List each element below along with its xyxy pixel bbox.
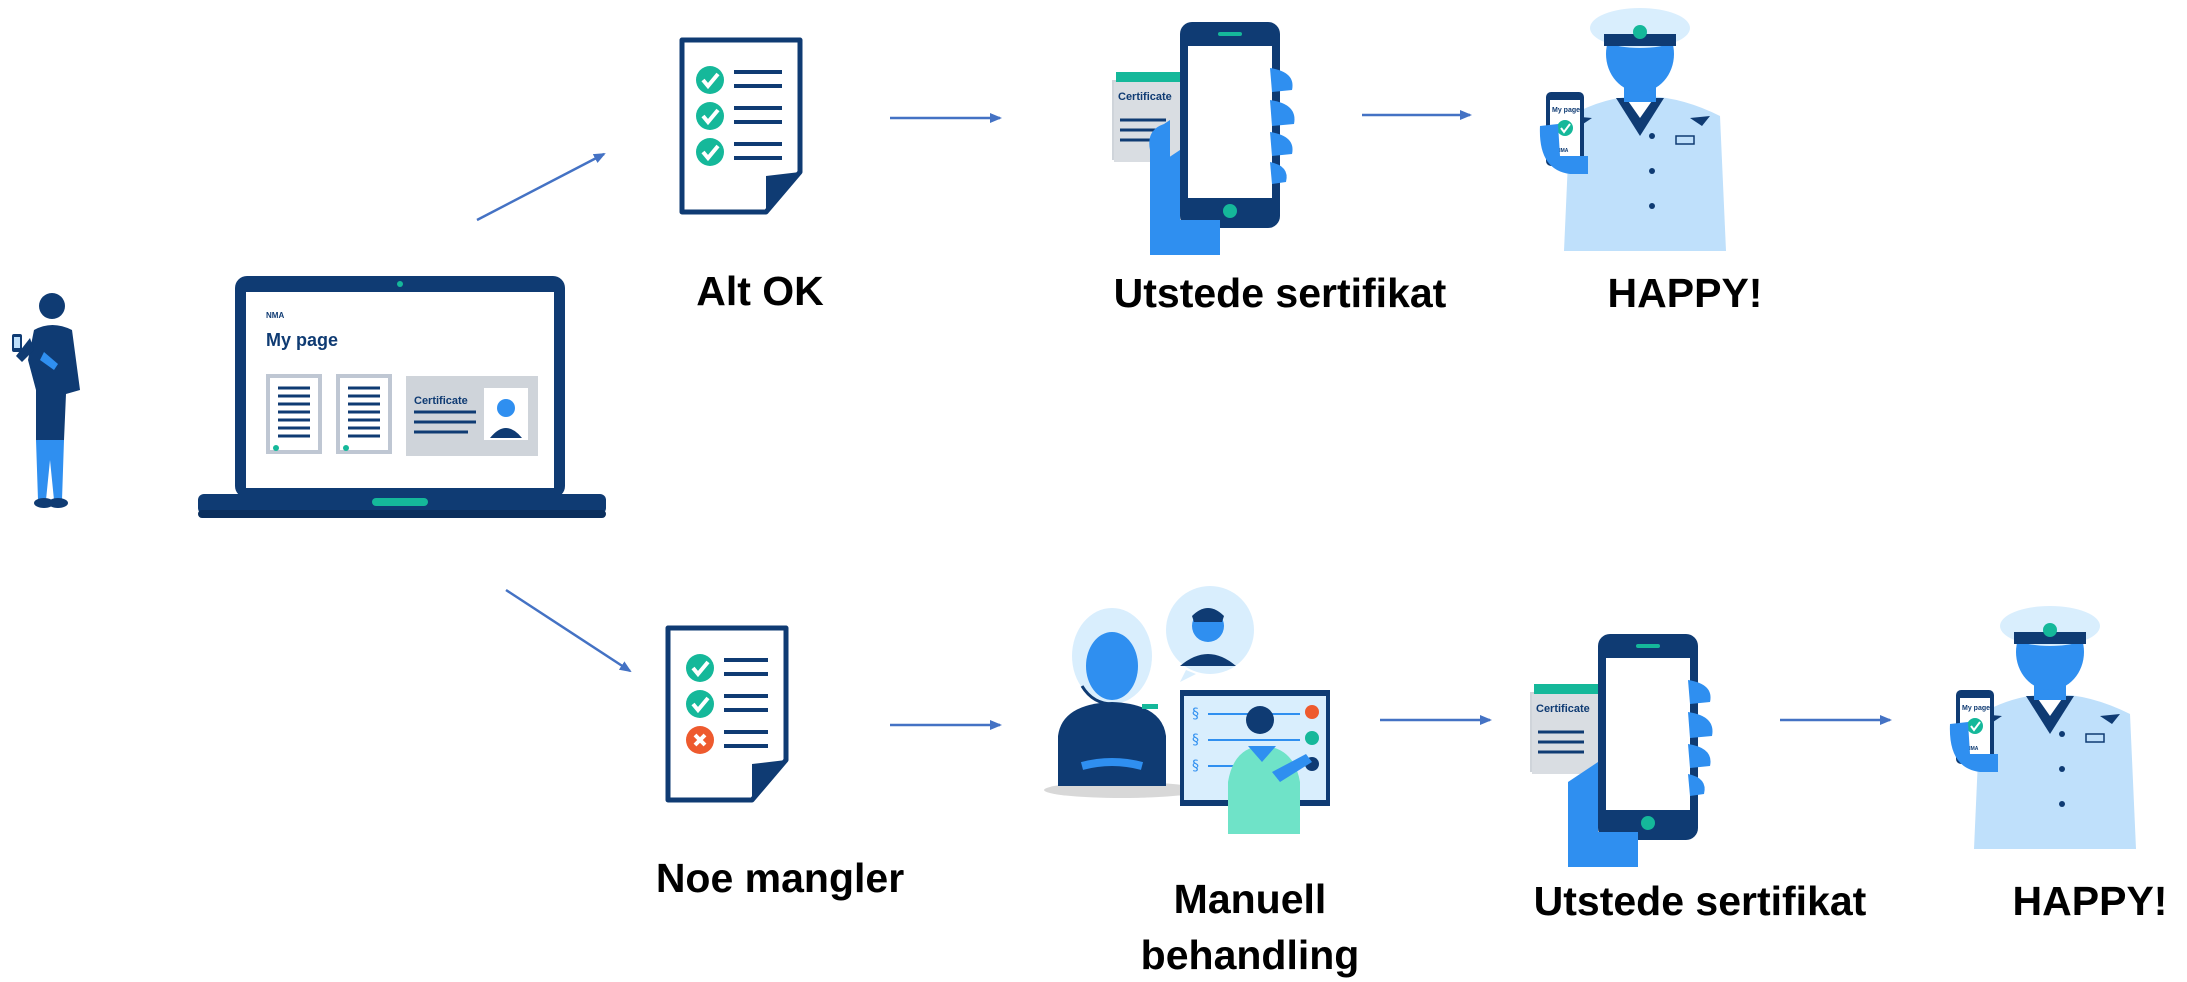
user-person-icon xyxy=(12,293,80,508)
happy-officer-icon-bottom: My page NMA xyxy=(1949,606,2136,849)
arrow-to-alt-ok xyxy=(476,152,606,222)
phone-card-label-top: Certificate xyxy=(1118,91,1172,103)
happy-officer-icon-top: My page NMA xyxy=(1539,8,1726,251)
phone-certificate-icon-bottom: Certificate xyxy=(1530,634,1713,867)
checklist-ok-icon xyxy=(679,37,803,215)
laptop-icon xyxy=(198,276,606,518)
label-alt-ok: Alt OK xyxy=(696,268,824,314)
label-happy-bottom: HAPPY! xyxy=(2012,878,2168,924)
svg-text:§: § xyxy=(1192,706,1199,722)
label-manuell: Manuell xyxy=(1173,876,1327,922)
laptop-screen-text: NMA My page xyxy=(266,311,338,350)
phone-card-label-bottom: Certificate xyxy=(1536,703,1590,715)
officer-phone-brand-top: NMA xyxy=(1557,148,1569,154)
label-utstede-sertifikat-top: Utstede sertifikat xyxy=(1113,270,1447,316)
label-happy-top: HAPPY! xyxy=(1607,270,1763,316)
svg-text:§: § xyxy=(1192,758,1199,774)
svg-text:§: § xyxy=(1192,732,1199,748)
label-utstede-sertifikat-bottom: Utstede sertifikat xyxy=(1533,878,1867,924)
laptop-brand: NMA xyxy=(266,311,284,320)
laptop-page-title: My page xyxy=(266,330,338,350)
laptop-card-label: Certificate xyxy=(414,395,468,407)
laptop-card-text: Certificate xyxy=(414,395,468,407)
label-behandling: behandling xyxy=(1140,932,1360,978)
checklist-missing-icon xyxy=(665,625,789,803)
officer-phone-title-bottom: My page xyxy=(1962,705,1990,712)
manual-processing-icon: § § § xyxy=(1044,586,1330,834)
arrow-to-noe-mangler xyxy=(505,588,632,673)
label-noe-mangler: Noe mangler xyxy=(655,855,905,901)
officer-phone-title-top: My page xyxy=(1552,107,1580,114)
officer-phone-brand-bottom: NMA xyxy=(1967,746,1979,752)
phone-certificate-icon-top: Certificate xyxy=(1112,22,1295,255)
